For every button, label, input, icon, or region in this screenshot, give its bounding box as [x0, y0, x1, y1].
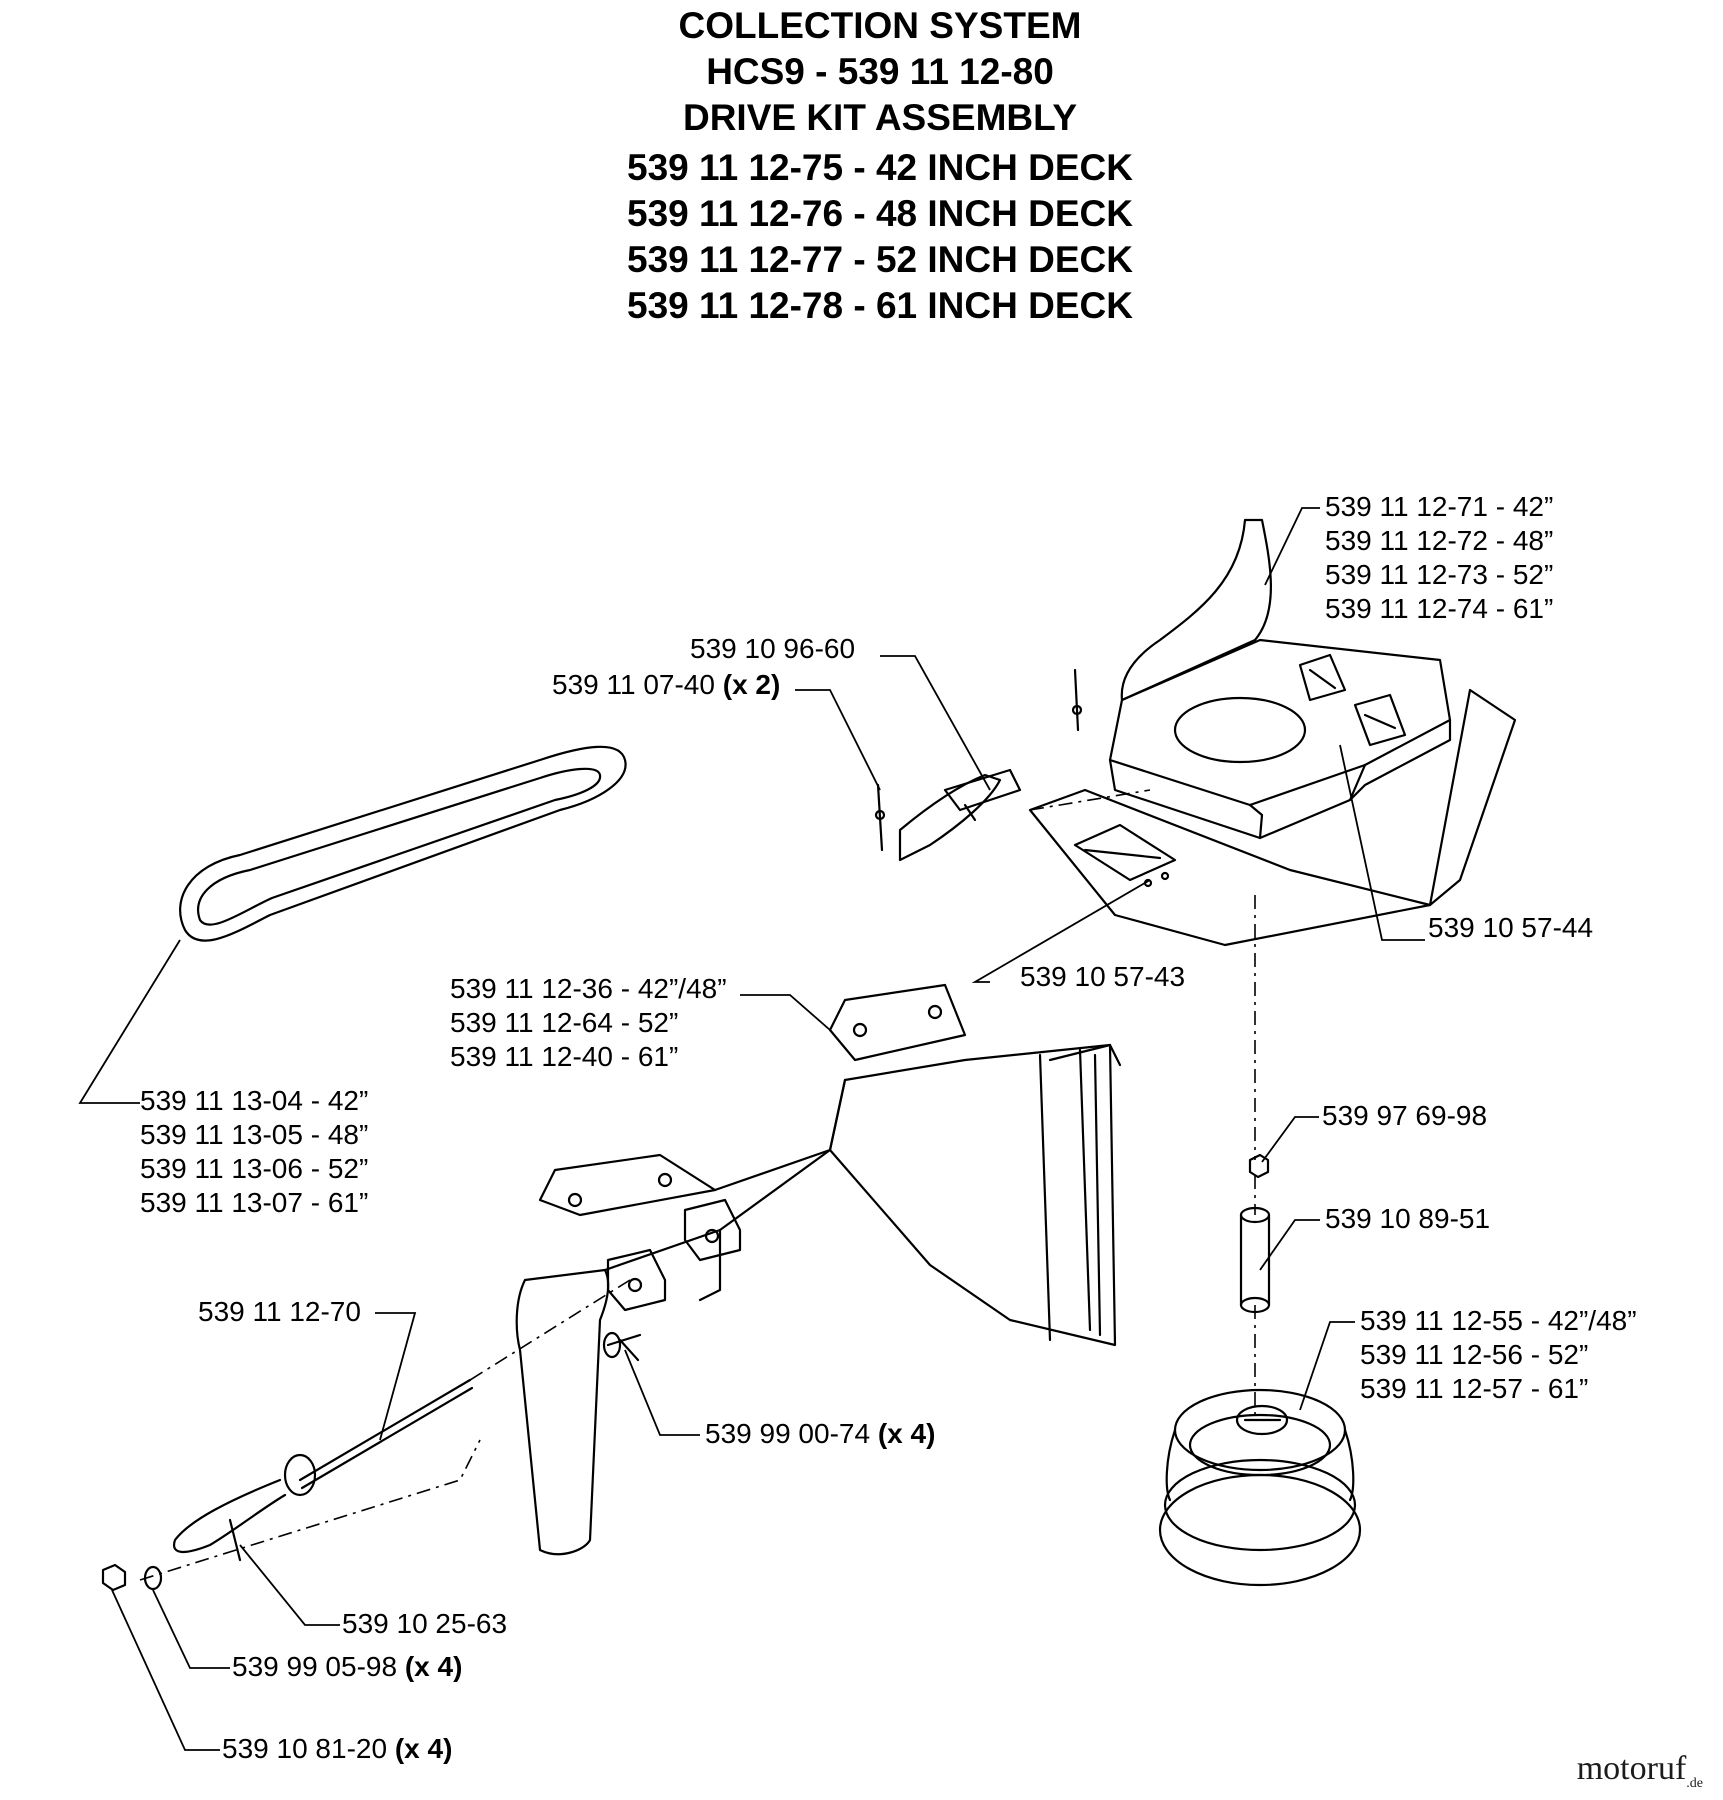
- leader-lines: [78, 507, 1425, 1751]
- callout-decal-1: 539 10 57-43: [1020, 961, 1185, 992]
- pivot-block-parts: [606, 1198, 742, 1312]
- watermark-logo: motoruf.de: [1576, 1750, 1703, 1791]
- latch-part: [874, 668, 1083, 862]
- drive-belt-part: [179, 745, 627, 942]
- title-line-1: COLLECTION SYSTEM: [678, 5, 1082, 46]
- callout-belt-61: 539 11 13-07 - 61”: [140, 1187, 368, 1218]
- deflector-plate-part: [1028, 788, 1432, 947]
- callout-washer: 539 99 05-98 (x 4): [232, 1651, 462, 1682]
- callout-nut: 539 10 81-20 (x 4): [222, 1733, 452, 1764]
- callout-lanyard: 539 10 25-63: [342, 1608, 507, 1639]
- callout-cover-42: 539 11 12-71 - 42”: [1325, 491, 1553, 522]
- pulley-part: [1158, 1388, 1362, 1587]
- callout-bracket-52: 539 11 12-64 - 52”: [450, 1007, 678, 1038]
- callout-belt-42: 539 11 13-04 - 42”: [140, 1085, 368, 1116]
- callout-belt-48: 539 11 13-05 - 48”: [140, 1119, 368, 1150]
- title-line-3: DRIVE KIT ASSEMBLY: [682, 97, 1078, 138]
- center-lines: [139, 789, 1256, 1581]
- callout-cover-48: 539 11 12-72 - 48”: [1325, 525, 1553, 556]
- title-deck-61: 539 11 12-78 - 61 INCH DECK: [627, 285, 1133, 326]
- bolt-part: [602, 1331, 642, 1362]
- callout-pulley-42-48: 539 11 12-55 - 42”/48”: [1360, 1305, 1637, 1336]
- callout-belt-52: 539 11 13-06 - 52”: [140, 1153, 368, 1184]
- callout-rod: 539 11 12-70: [198, 1296, 361, 1327]
- nut-part: [101, 1563, 127, 1592]
- callout-pulley-52: 539 11 12-56 - 52”: [1360, 1339, 1588, 1370]
- callout-bracket-61: 539 11 12-40 - 61”: [450, 1041, 678, 1072]
- nut-top-part: [1248, 1153, 1270, 1179]
- callout-pin: 539 11 07-40 (x 2): [552, 669, 780, 700]
- callout-decal-2: 539 10 57-44: [1428, 912, 1593, 943]
- callout-bracket-42-48: 539 11 12-36 - 42”/48”: [450, 973, 727, 1004]
- rod-lanyard-part: [172, 1378, 474, 1562]
- callout-latch: 539 10 96-60: [690, 633, 855, 664]
- callout-cover-52: 539 11 12-73 - 52”: [1325, 559, 1553, 590]
- callout-bolt: 539 99 00-74 (x 4): [705, 1418, 935, 1449]
- title-deck-42: 539 11 12-75 - 42 INCH DECK: [627, 147, 1133, 188]
- callout-cover-61: 539 11 12-74 - 61”: [1325, 593, 1553, 624]
- title-deck-52: 539 11 12-77 - 52 INCH DECK: [627, 239, 1133, 280]
- title-line-2: HCS9 - 539 11 12-80: [706, 51, 1054, 92]
- callout-nut-top: 539 97 69-98: [1322, 1100, 1487, 1131]
- callout-pulley-61: 539 11 12-57 - 61”: [1360, 1373, 1588, 1404]
- spacer-part: [1239, 1206, 1271, 1314]
- callout-spacer: 539 10 89-51: [1325, 1203, 1490, 1234]
- title-deck-48: 539 11 12-76 - 48 INCH DECK: [627, 193, 1133, 234]
